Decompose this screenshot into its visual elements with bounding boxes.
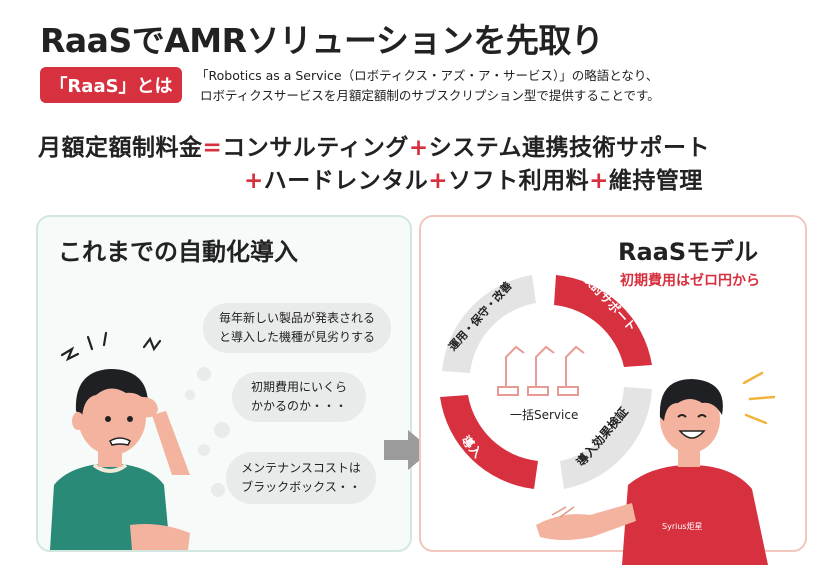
plus-sign: + — [244, 168, 264, 194]
right-panel-title: RaaSモデル — [618, 238, 759, 266]
left-panel-title: これまでの自動化導入 — [58, 238, 298, 266]
formula-item-system-support: システム連携技術サポート — [428, 135, 710, 161]
pricing-formula-line-1: 月額定額制料金=コンサルティング+システム連携技術サポート — [38, 128, 710, 162]
right-panel-subtitle: 初期費用はゼロ円から — [620, 273, 760, 289]
plus-sign: + — [589, 168, 609, 194]
thought-dots — [185, 367, 230, 497]
cycle-center-label: 一括Service — [510, 408, 579, 422]
shirt-logo: Syrius炬星 — [662, 521, 703, 531]
plus-sign: + — [408, 135, 429, 161]
speech-bubble-initial-cost: 初期費用にいくら かかるのか・・・ — [232, 372, 366, 422]
bubble-text: と導入した機種が見劣りする — [218, 330, 375, 344]
bubble-text: 毎年新しい製品が発表される — [218, 311, 375, 325]
bubble-text: 初期費用にいくら — [250, 380, 347, 394]
pricing-formula-line-2: +ハードレンタル+ソフト利用料+維持管理 — [244, 161, 703, 195]
speech-bubble-maintenance-cost: メンテナンスコストは ブラックボックス・・ — [226, 452, 376, 504]
raas-description: 「Robotics as a Service（ロボティクス・アズ・ア・サービス）… — [196, 66, 660, 106]
bubble-text: メンテナンスコストは — [241, 461, 361, 475]
formula-item-software-fee: ソフト利用料 — [448, 168, 590, 194]
formula-item-hardware-rental: ハードレンタル — [263, 168, 429, 194]
bubble-text: かかるのか・・・ — [250, 399, 347, 413]
raas-badge: 「RaaS」とは — [40, 67, 182, 103]
page-title: RaaSでAMRソリューションを先取り — [40, 21, 604, 60]
formula-item-consulting: コンサルティング — [222, 135, 409, 161]
bubble-text: ブラックボックス・・ — [241, 480, 361, 494]
speech-bubble-new-products: 毎年新しい製品が発表される と導入した機種が見劣りする — [203, 303, 391, 353]
description-line-2: ロボティクスサービスを月額定額制のサブスクリプション型で提供することです。 — [200, 88, 660, 103]
smiling-man-illustration: Syrius炬星 — [536, 371, 776, 565]
equals-sign: = — [202, 135, 223, 161]
formula-item-maintenance: 維持管理 — [608, 168, 703, 194]
description-line-1: 「Robotics as a Service（ロボティクス・アズ・ア・サービス）… — [196, 68, 659, 83]
formula-lhs: 月額定額制料金 — [38, 135, 203, 161]
service-cycle-diagram — [440, 275, 652, 489]
plus-sign: + — [428, 168, 449, 194]
worried-man-illustration — [50, 331, 190, 550]
